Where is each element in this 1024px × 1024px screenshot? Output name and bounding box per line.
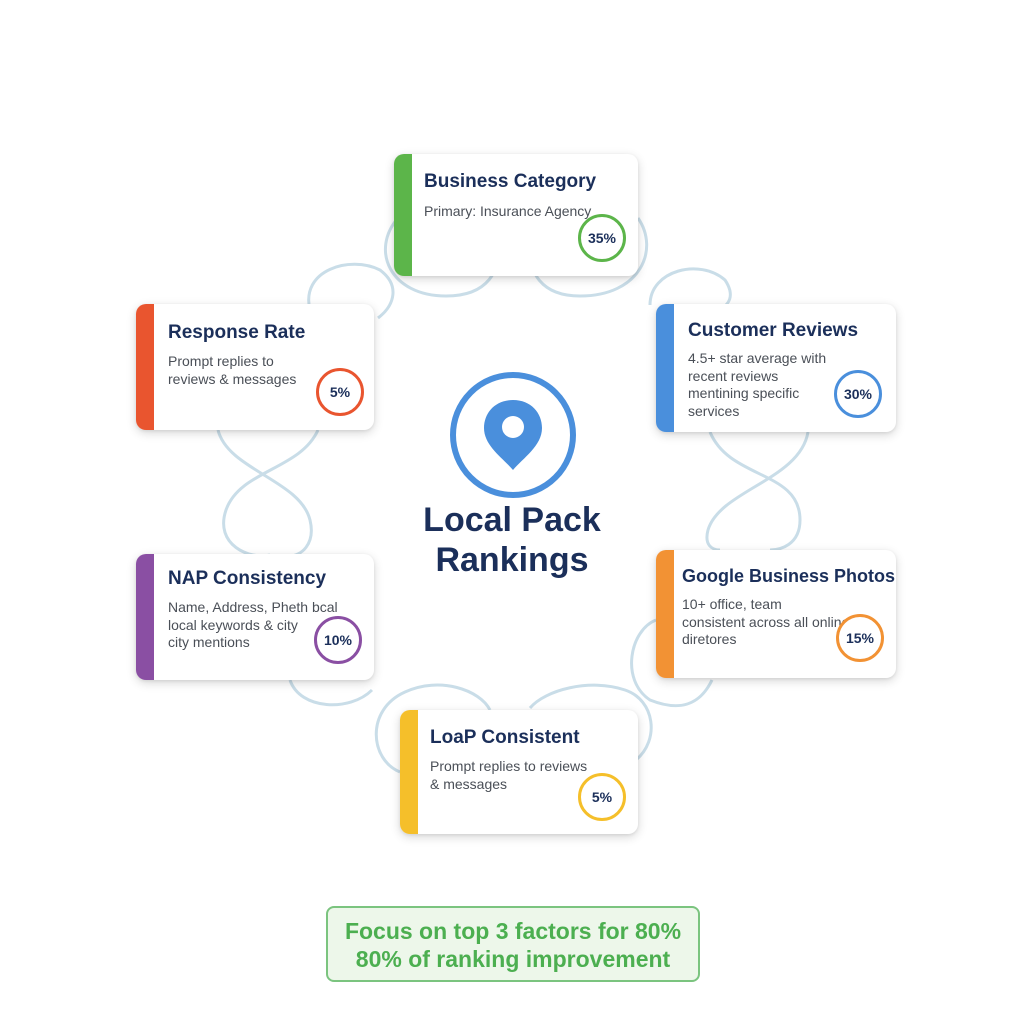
factor-title: Google Business Photos bbox=[682, 566, 896, 586]
factor-description: Prompt replies to reviews & messages bbox=[168, 353, 297, 387]
factor-card-nap-consistency[interactable]: NAP Consistency Name, Address, Pheth bca… bbox=[136, 554, 374, 680]
factor-title: Response Rate bbox=[168, 322, 306, 343]
weight-badge: 5% bbox=[316, 368, 364, 416]
factor-title: LoaP Consistent bbox=[430, 727, 580, 748]
focus-callout: Focus on top 3 factors for 80% 80% of ra… bbox=[326, 906, 700, 982]
weight-badge: 35% bbox=[578, 214, 626, 262]
accent-bar bbox=[136, 304, 154, 430]
weight-badge: 5% bbox=[578, 773, 626, 821]
factor-card-loap-consistent[interactable]: LoaP Consistent Prompt replies to review… bbox=[400, 710, 638, 834]
factor-card-response-rate[interactable]: Response Rate Prompt replies to reviews … bbox=[136, 304, 374, 430]
accent-bar bbox=[656, 550, 674, 678]
weight-badge: 30% bbox=[834, 370, 882, 418]
accent-bar bbox=[136, 554, 154, 680]
factor-card-google-business-photos[interactable]: Google Business Photos 10+ office, team … bbox=[656, 550, 896, 678]
factor-description: Name, Address, Pheth bcal local keywords… bbox=[168, 599, 338, 650]
factor-title: NAP Consistency bbox=[168, 568, 327, 589]
accent-bar bbox=[656, 304, 674, 432]
callout-line: Focus on top 3 factors for 80% bbox=[344, 918, 682, 944]
weight-badge: 15% bbox=[836, 614, 884, 662]
accent-bar bbox=[400, 710, 418, 834]
callout-line: 80% of ranking improvement bbox=[355, 946, 671, 972]
accent-bar bbox=[394, 154, 412, 276]
weight-badge: 10% bbox=[314, 616, 362, 664]
factor-card-customer-reviews[interactable]: Customer Reviews 4.5+ star average with … bbox=[656, 304, 896, 432]
factor-title: Customer Reviews bbox=[688, 320, 859, 341]
factor-title: Business Category bbox=[424, 171, 597, 192]
factor-card-business-category[interactable]: Business Category Primary: Insurance Age… bbox=[394, 154, 638, 276]
factor-description: 10+ office, team consistent across all o… bbox=[682, 596, 850, 647]
center-title: Local Pack Rankings bbox=[423, 501, 601, 579]
factor-description: Primary: Insurance Agency bbox=[424, 203, 592, 219]
factor-description: 4.5+ star average with recent reviews me… bbox=[688, 350, 827, 419]
factor-description: Prompt replies to reviews & messages bbox=[430, 758, 588, 792]
map-pin-icon bbox=[450, 372, 576, 498]
